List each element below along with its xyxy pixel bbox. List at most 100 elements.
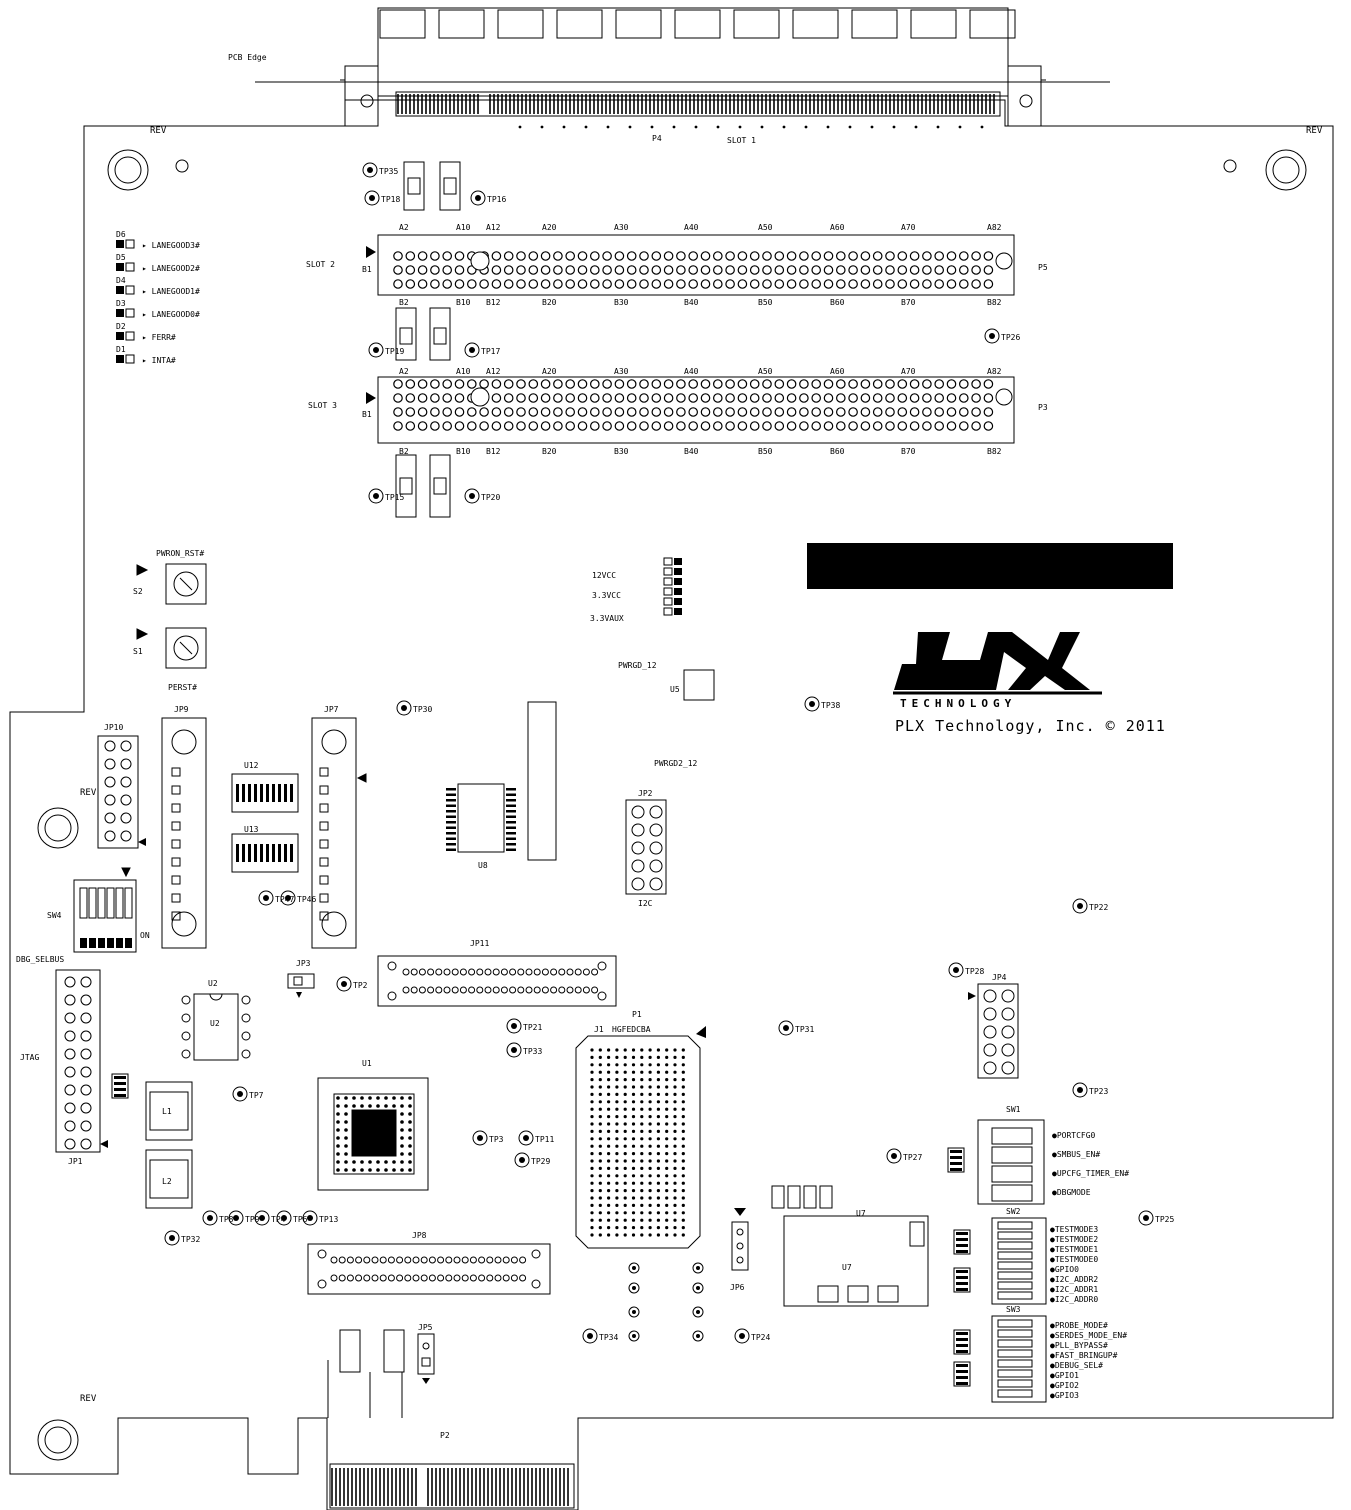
slot-pin	[712, 407, 723, 417]
bga-ball	[376, 1160, 380, 1164]
slot-pin	[614, 407, 625, 417]
slot-pin	[971, 407, 981, 417]
p1-pin	[681, 1218, 685, 1222]
chip-u2	[193, 993, 239, 1061]
p1-pin	[631, 1189, 636, 1193]
pin-label: A82	[987, 223, 1002, 232]
rn-pad	[956, 1232, 968, 1235]
header-jp6[interactable]	[731, 1208, 749, 1271]
dip-switch-sw4[interactable]	[73, 867, 137, 953]
pin-label: A40	[684, 223, 699, 232]
p1-pin	[598, 1181, 602, 1185]
test-point-center	[237, 1091, 243, 1097]
switch-net-label: ●TESTMODE1	[1050, 1245, 1098, 1254]
switch-net-label: ●GPIO0	[1050, 1265, 1079, 1274]
slot-pin	[725, 407, 735, 417]
header-pin	[476, 986, 484, 994]
header-pin	[649, 823, 663, 837]
test-point-ring	[464, 342, 480, 358]
ic-pin	[446, 837, 456, 840]
header-jp1-jtag[interactable]	[55, 969, 108, 1153]
p1-pin	[623, 1078, 627, 1082]
slot-pin	[442, 265, 452, 275]
pin-label: B40	[684, 447, 699, 456]
slot-pin	[737, 265, 748, 275]
dip-switch-sw1[interactable]	[977, 1119, 1045, 1205]
12vcc-label: 12VCC	[592, 571, 616, 580]
u12-ref: U12	[244, 761, 259, 770]
p1-pin	[673, 1189, 677, 1193]
push-button-s2[interactable]	[136, 563, 207, 605]
slot-pin	[503, 407, 514, 417]
chip-u1-bga	[317, 1077, 429, 1191]
slot-pin	[922, 265, 932, 275]
slot-pin	[835, 421, 846, 431]
bracket-tabs	[379, 9, 1016, 39]
header-pin	[120, 794, 132, 806]
p1-pin	[607, 1203, 611, 1207]
header-pin	[453, 1274, 461, 1282]
slot-pin	[688, 265, 698, 275]
label-blackout-bar	[807, 543, 1173, 589]
bga-ball	[344, 1104, 348, 1108]
bga-ball	[352, 1168, 356, 1172]
pin-label: A20	[542, 223, 557, 232]
p1-pin	[640, 1078, 644, 1082]
header-jp2-i2c[interactable]	[625, 799, 667, 895]
push-button-s1[interactable]	[136, 627, 207, 669]
bga-ball	[392, 1120, 396, 1124]
bga-ball	[408, 1120, 412, 1124]
p1-pin	[590, 1159, 594, 1163]
slot-pin	[958, 421, 969, 431]
slot-pin	[946, 251, 957, 261]
p1-pin	[607, 1129, 611, 1133]
bga-ball	[336, 1120, 340, 1124]
header-jp11[interactable]	[377, 955, 617, 1007]
p1-pin	[631, 1211, 636, 1215]
slot-pin	[626, 279, 637, 289]
p1-pin	[615, 1078, 619, 1082]
test-point-center	[373, 493, 379, 499]
p1-pin	[598, 1137, 602, 1141]
header-jp4[interactable]	[968, 983, 1019, 1079]
slot-pin	[602, 265, 612, 275]
p1-pin	[615, 1166, 619, 1170]
p1-pin	[598, 1159, 602, 1163]
header-jp3[interactable]	[287, 973, 315, 998]
slot3-label: SLOT 3	[308, 401, 337, 410]
p1-pin	[590, 1144, 594, 1148]
bga-ball	[336, 1104, 340, 1108]
header-jp7[interactable]	[311, 717, 367, 949]
p1-pin	[590, 1129, 594, 1133]
header-jp8[interactable]	[307, 1243, 551, 1295]
test-point-center	[263, 895, 269, 901]
header-pin	[443, 968, 451, 976]
slot-pin	[700, 421, 711, 431]
test-point-center	[809, 701, 815, 707]
slot-pin	[577, 265, 588, 275]
ic-pin	[260, 784, 263, 802]
p1-pin	[681, 1211, 685, 1215]
smd-part	[319, 803, 329, 813]
header-jp9[interactable]	[161, 717, 207, 949]
slot-pin	[860, 379, 871, 389]
header-jp10[interactable]	[97, 735, 146, 849]
p1-pin	[631, 1181, 636, 1185]
jp6-ref: JP6	[730, 1283, 745, 1292]
p1-pin	[590, 1115, 594, 1119]
p1-pin	[615, 1152, 619, 1156]
dip-switch-sw3[interactable]	[991, 1315, 1047, 1403]
test-point-ring	[514, 1152, 530, 1168]
slot-pin	[835, 279, 846, 289]
bga-ball	[392, 1136, 396, 1140]
dip-switch-sw2[interactable]	[991, 1217, 1047, 1305]
via-hole	[696, 1286, 700, 1290]
p1-pin	[615, 1122, 619, 1126]
slot-pin	[934, 279, 944, 289]
bracket-tab	[615, 9, 662, 39]
p1-pin	[615, 1189, 619, 1193]
led-ref: D1	[116, 345, 126, 354]
header-jp5[interactable]	[417, 1333, 435, 1384]
p1-pin	[607, 1152, 611, 1156]
p1-pin	[607, 1211, 611, 1215]
